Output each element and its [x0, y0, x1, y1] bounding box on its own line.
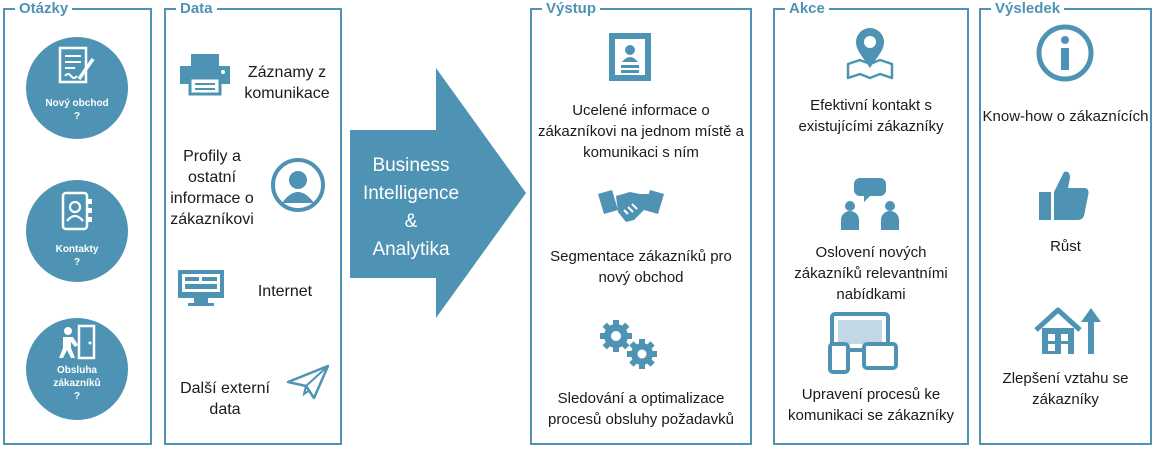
address-book-icon [61, 191, 92, 231]
question-new-business-label: Nový obchod ? [45, 98, 109, 122]
devices-icon [828, 312, 898, 374]
questions-title: Otázky [15, 1, 73, 17]
id-card-icon [609, 33, 651, 81]
person-at-door-icon [59, 324, 96, 360]
bi-arrow-label: Business Intelligence & Analytika [362, 155, 460, 260]
question-contacts-label: Kontakty ? [55, 244, 99, 268]
action-process-adjustment: Upravení procesů ke komunikaci se zákazn… [788, 386, 954, 424]
data-external-data: Další externí data [180, 380, 270, 418]
actions-panel: Akce [773, 1, 969, 445]
output-segmentation: Segmentace zákazníků pro nový obchod [550, 248, 732, 286]
question-customer-service: Obsluha zákazníků ? [26, 318, 128, 420]
data-internet: Internet [257, 283, 313, 300]
action-effective-contact: Efektivní kontakt s existujícími zákazní… [798, 97, 944, 135]
gears-icon [600, 320, 657, 369]
action-new-customers: Oslovení nových zákazníků relevantními n… [794, 244, 948, 303]
monitor-icon [178, 270, 224, 306]
paper-plane-icon [286, 364, 330, 400]
house-growth-icon [1034, 307, 1101, 354]
result-title: Výsledek [991, 1, 1065, 17]
output-title: Výstup [542, 1, 601, 17]
thumbs-up-icon [1039, 171, 1089, 220]
result-know-how: Know-how o zákaznících [982, 108, 1149, 125]
question-new-business: Nový obchod ? [26, 37, 128, 139]
contract-document-icon [58, 46, 95, 84]
result-growth: Růst [1050, 238, 1081, 255]
questions-panel: Otázky [3, 1, 152, 445]
actions-title: Akce [785, 1, 829, 17]
bi-arrow [350, 68, 526, 318]
output-unified-info: Ucelené informace o zákazníkovi na jedno… [538, 102, 744, 161]
user-profile-icon [271, 158, 325, 212]
printer-icon [180, 54, 230, 96]
result-panel: Výsledek [979, 1, 1152, 445]
result-relationship: Zlepšení vztahu se zákazníky [1002, 370, 1129, 408]
question-contacts: Kontakty ? [26, 180, 128, 282]
info-icon [1036, 24, 1094, 82]
handshake-icon [598, 190, 664, 222]
data-communication-records: Záznamy z komunikace [244, 64, 330, 102]
output-process-monitoring: Sledování a optimalizace procesů obsluhy… [548, 390, 734, 428]
question-customer-service-label: Obsluha zákazníků ? [53, 365, 101, 402]
data-title: Data [176, 1, 217, 17]
people-chat-icon [841, 178, 899, 230]
map-pin-icon [846, 28, 894, 80]
data-panel: Data [164, 1, 342, 445]
output-panel: Výstup [530, 1, 752, 445]
data-customer-profiles: Profily a ostatní informace o zákazníkov… [170, 148, 254, 228]
